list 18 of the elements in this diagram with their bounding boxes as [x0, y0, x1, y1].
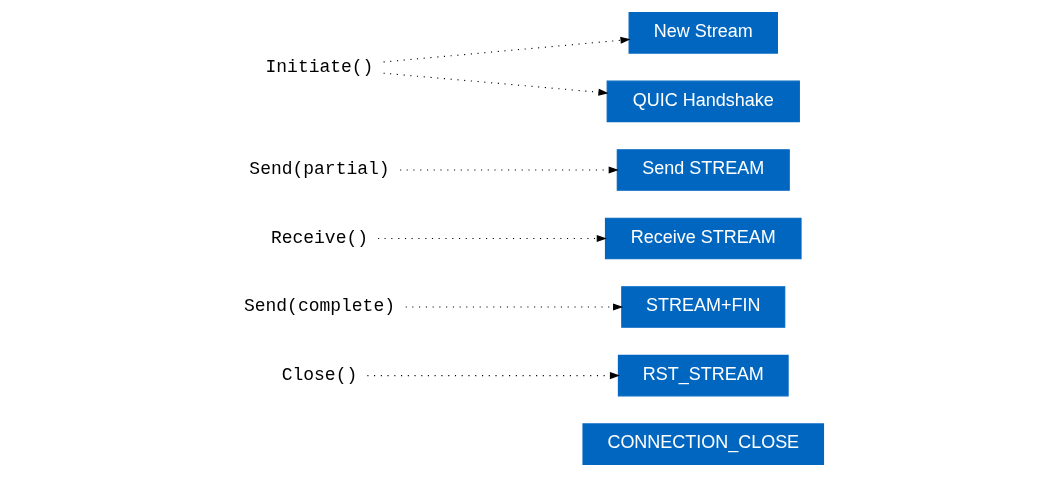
arrow — [377, 234, 607, 243]
node-text: Send(complete) — [243, 296, 395, 317]
node-box: RST_STREAM — [617, 354, 789, 397]
arrow — [399, 166, 619, 174]
node-text: Receive() — [270, 227, 368, 248]
node-box: Receive STREAM — [604, 217, 802, 260]
arrow — [382, 36, 631, 63]
node-text: Initiate() — [265, 56, 373, 77]
arrow — [366, 372, 620, 380]
node-text: Send(partial) — [248, 159, 390, 180]
node-box: New Stream — [628, 12, 778, 54]
node-box: Send STREAM — [616, 149, 790, 191]
arrow — [404, 303, 623, 311]
node-box: QUIC Handshake — [606, 80, 800, 123]
node-text: Close() — [281, 364, 357, 385]
node-box: STREAM+FIN — [620, 286, 785, 328]
arrow — [382, 72, 609, 96]
node-box: CONNECTION_CLOSE — [581, 423, 824, 465]
